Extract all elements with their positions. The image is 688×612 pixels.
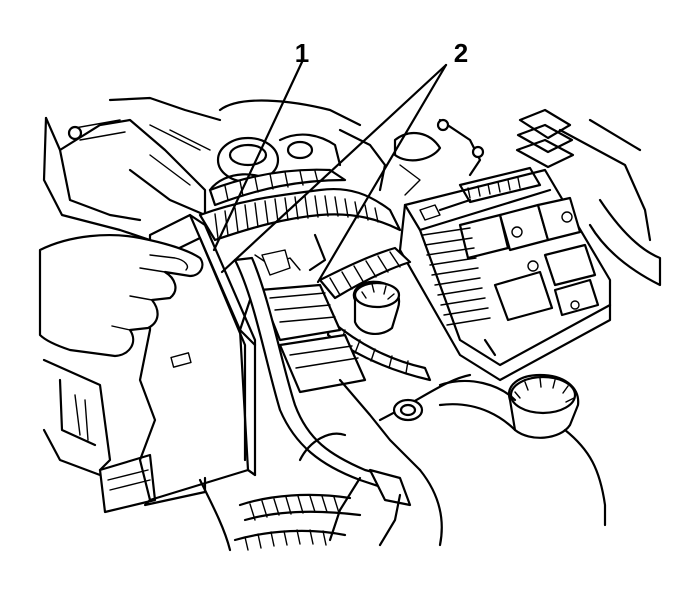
callout-leaders <box>212 60 448 284</box>
upper-left-housing <box>42 96 222 242</box>
wiring-harness <box>198 168 432 382</box>
callout-1: 1 <box>295 38 309 68</box>
reservoir-cap <box>378 373 607 527</box>
harness-connectors <box>238 283 422 472</box>
callout-2: 2 <box>454 38 468 68</box>
lower-left-housing <box>42 358 112 477</box>
upper-middle-parts <box>208 99 442 196</box>
relay-center <box>398 166 612 382</box>
filler-cap <box>352 280 424 422</box>
bottom-wiring <box>198 432 443 552</box>
right-bracket <box>436 108 662 287</box>
hand <box>38 234 204 358</box>
cable-hose <box>233 256 412 547</box>
